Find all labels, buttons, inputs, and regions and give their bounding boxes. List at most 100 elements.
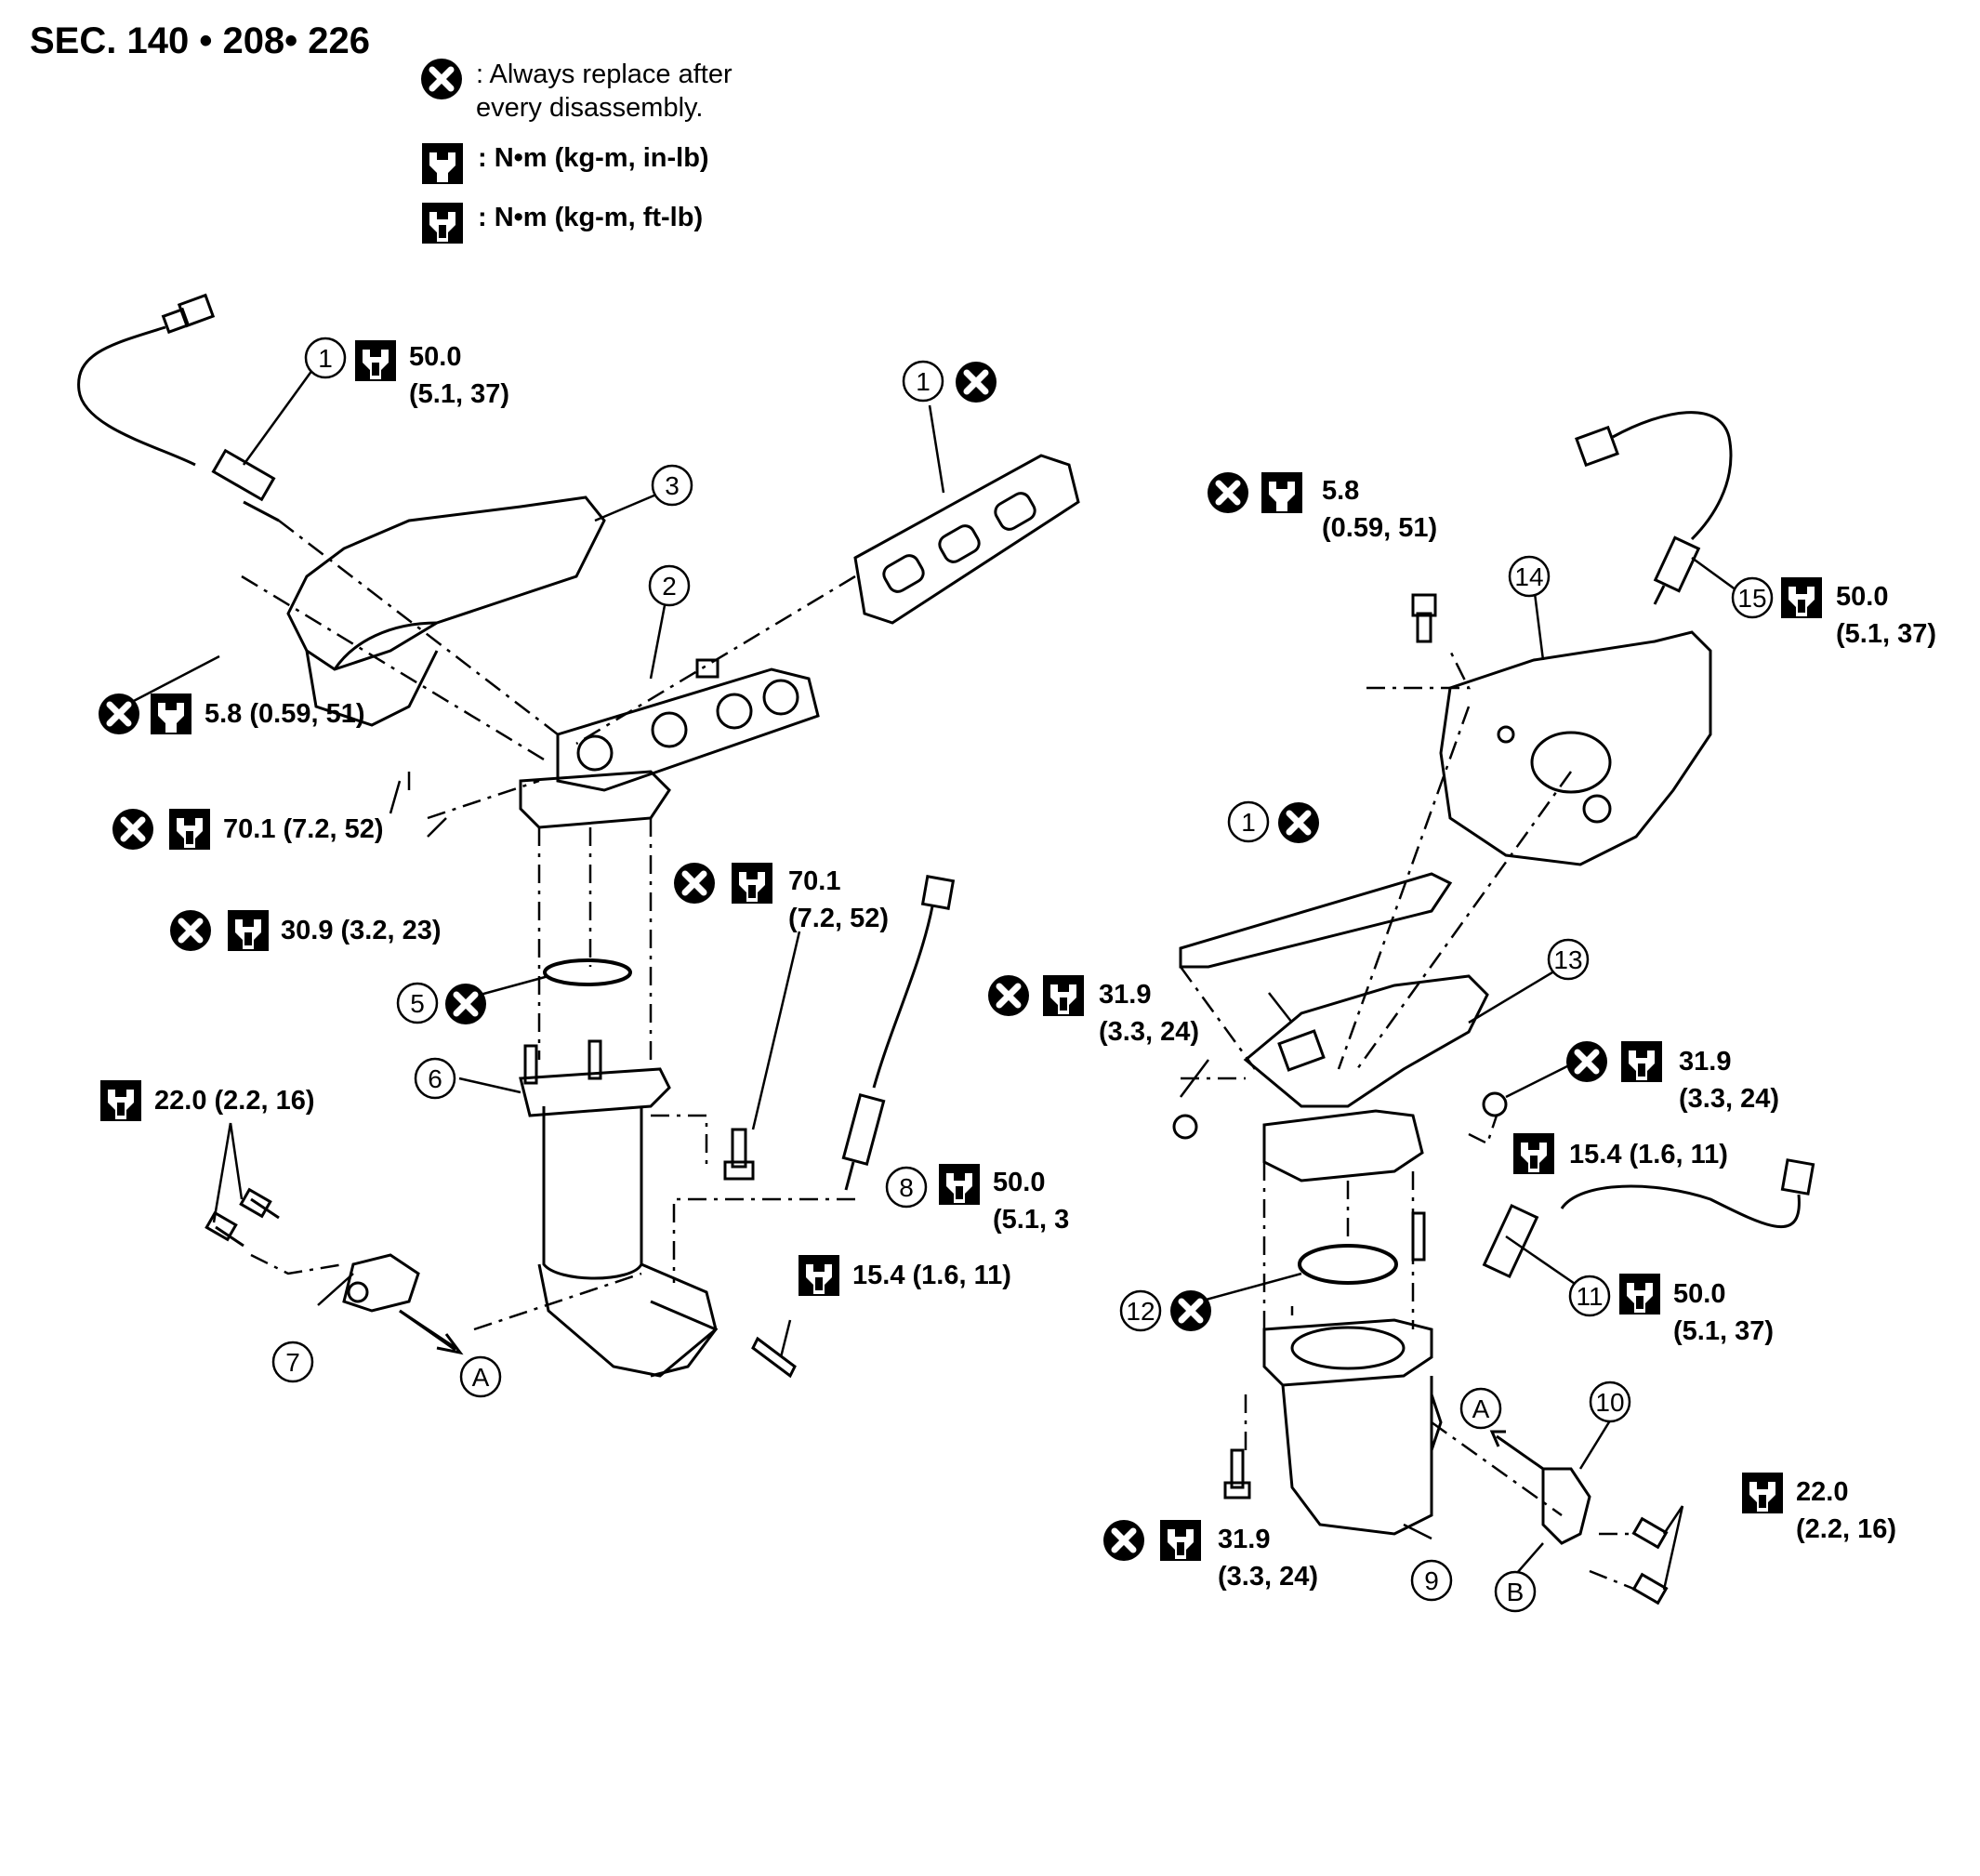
catalyst-9-drawing [1262, 1318, 1443, 1536]
svg-text:9: 9 [1424, 1566, 1439, 1595]
replace-x-icon [956, 362, 997, 403]
replace-x-icon [99, 694, 139, 734]
torque-nut-309: 30.9 (3.2, 23) [281, 916, 442, 945]
bolt-14-drawing [1411, 593, 1437, 643]
svg-text:13: 13 [1553, 945, 1582, 974]
replace-x-icon [445, 984, 486, 1024]
callout-10: 10 [1589, 1381, 1631, 1423]
arrow-a-right [1489, 1430, 1544, 1471]
torque-catalyst-9-bolt: 31.9 (3.3, 24) [1218, 1525, 1318, 1592]
legend-inlb-text: : N•m (kg-m, in-lb) [478, 143, 709, 173]
torque-stud-154-right: 15.4 (1.6, 11) [1569, 1140, 1728, 1169]
replace-x-icon [1103, 1520, 1144, 1561]
callout-14: 14 [1508, 555, 1551, 598]
callout-1: 1 [902, 360, 944, 403]
sensor-11-drawing [1482, 1158, 1815, 1279]
svg-text:1: 1 [916, 367, 931, 396]
wrench-icon [1621, 1041, 1662, 1082]
svg-text:2: 2 [662, 572, 677, 601]
manifold-13-drawing [1243, 974, 1489, 1108]
wrench-icon [799, 1255, 839, 1296]
torque-nut-319-right: 31.9 (3.3, 24) [1679, 1047, 1779, 1114]
svg-text:10: 10 [1595, 1388, 1624, 1417]
svg-text:3: 3 [665, 471, 680, 500]
ring-5-drawing [543, 958, 632, 986]
callout-15: 15 [1731, 576, 1774, 619]
svg-text:15: 15 [1737, 584, 1766, 613]
wrench-inlb-icon [1261, 472, 1302, 513]
section-title: SEC. 140 • 208• 226 [30, 20, 371, 61]
manifold-2-drawing [556, 658, 820, 792]
flange-drawing [519, 770, 671, 829]
callout-1-right: 1 [1227, 800, 1270, 843]
sensor-4-drawing [77, 293, 280, 522]
svg-text:12: 12 [1126, 1297, 1155, 1326]
wrench-icon [169, 809, 210, 850]
callouts: 1 1 3 2 5 6 7 8 14 15 1 13 12 11 10 9 A … [271, 337, 1774, 1613]
torque-nut-701: 70.1 (7.2, 52) [223, 814, 384, 844]
callout-7: 7 [271, 1341, 314, 1383]
guide-lines-right [1179, 650, 1637, 1592]
guide-lines-left [241, 520, 856, 1331]
callout-11: 11 [1568, 1275, 1611, 1317]
callout-12: 12 [1119, 1289, 1162, 1332]
torque-sensor-15: 50.0 (5.1, 37) [1836, 582, 1936, 649]
wrench-icon [1742, 1473, 1783, 1513]
bolt-701-drawing [723, 1128, 755, 1181]
wrench-icon [1781, 577, 1822, 618]
callout-3: 3 [651, 464, 693, 507]
torque-bolt-701: 70.1 (7.2, 52) [788, 866, 889, 933]
torque-stud-154: 15.4 (1.6, 11) [852, 1261, 1011, 1290]
svg-text:B: B [1507, 1578, 1525, 1606]
legend-ftlb-text: : N•m (kg-m, ft-lb) [478, 203, 704, 232]
ring-12-drawing [1298, 1244, 1398, 1285]
wrench-icon [1513, 1133, 1554, 1174]
replace-x-icon [1278, 802, 1319, 843]
flange-right-drawing [1262, 1109, 1424, 1182]
sensor-8-drawing [841, 875, 956, 1191]
sensor-15-drawing [1575, 411, 1733, 605]
ref-b: B [1494, 1570, 1537, 1613]
torque-sensor-4: 50.0 (5.1, 37) [409, 342, 509, 409]
replace-x-icon [112, 809, 153, 850]
svg-text:A: A [1472, 1394, 1490, 1423]
wrench-icon [1160, 1520, 1201, 1561]
callout-6: 6 [414, 1057, 456, 1100]
svg-text:8: 8 [899, 1173, 914, 1202]
torque-heat-shield-bolt: 5.8 (0.59, 51) [205, 699, 365, 729]
callout-9: 9 [1410, 1559, 1453, 1602]
replace-x-icon [1170, 1290, 1211, 1331]
svg-text:7: 7 [285, 1348, 300, 1377]
replace-x-icon [674, 863, 715, 904]
legend-replace: : Always replace after every disassembly… [420, 58, 733, 125]
svg-text:11: 11 [1576, 1282, 1603, 1311]
torque-sensor-8: 50.0 (5.1, 3 [993, 1168, 1070, 1235]
wrench-inlb-icon [422, 143, 463, 184]
legend-ftlb: : N•m (kg-m, ft-lb) [420, 201, 703, 245]
torque-sensor-11: 50.0 (5.1, 37) [1673, 1279, 1774, 1346]
callout-5: 5 [396, 982, 439, 1024]
legend-replace-text: : Always replace after every disassembly… [476, 59, 733, 123]
wrench-icon [939, 1164, 980, 1205]
replace-x-icon [1208, 472, 1248, 513]
nut-319-left-drawing [1172, 1114, 1198, 1140]
svg-text:6: 6 [428, 1064, 442, 1093]
wrench-icon [228, 910, 269, 951]
ref-a-left: A [459, 1355, 502, 1398]
nut-319-right-drawing [1482, 1091, 1508, 1117]
heat-shield-3-drawing [286, 495, 606, 727]
heat-shield-14-drawing [1439, 630, 1712, 866]
legend-inlb: : N•m (kg-m, in-lb) [420, 141, 709, 186]
arrow-a-left [399, 1309, 464, 1355]
gasket-1-drawing [853, 454, 1080, 625]
torque-bracket-10: 22.0 (2.2, 16) [1796, 1477, 1896, 1544]
replace-x-icon [1566, 1041, 1607, 1082]
callout-2: 2 [648, 564, 691, 607]
svg-text:5: 5 [410, 989, 425, 1018]
torque-bracket-7: 22.0 (2.2, 16) [154, 1086, 315, 1116]
replace-x-icon [421, 59, 462, 99]
bracket-10-drawing [1541, 1467, 1669, 1605]
wrench-ftlb-icon [422, 203, 463, 244]
wrench-icon [355, 340, 396, 381]
